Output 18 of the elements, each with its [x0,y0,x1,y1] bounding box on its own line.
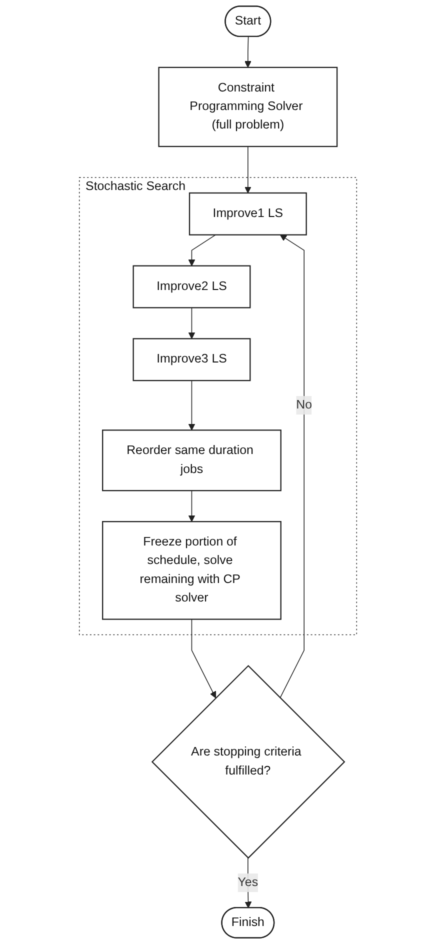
edge-label: No [296,398,312,412]
arrow [191,618,216,698]
edge-label: Yes [238,876,258,889]
node-box: Improve2 LS [132,265,251,308]
node-box: Reorder same duration jobs [102,430,282,492]
arrow [244,858,252,908]
node-box: Improve3 LS [132,338,251,382]
node-box: Improve1 LS [188,192,307,236]
arrow [188,490,196,522]
node-box: Constraint Programming Solver (full problem) [158,66,338,148]
arrow [280,234,304,698]
node-box: Freeze portion of schedule, solve remaining with CP solver [102,521,282,620]
node-diamond: Are stopping criteria fulfilled? [151,664,346,859]
arrow [244,36,252,68]
arrow [188,307,196,339]
arrow [244,146,252,194]
arrow [188,380,196,430]
arrow [188,234,216,266]
